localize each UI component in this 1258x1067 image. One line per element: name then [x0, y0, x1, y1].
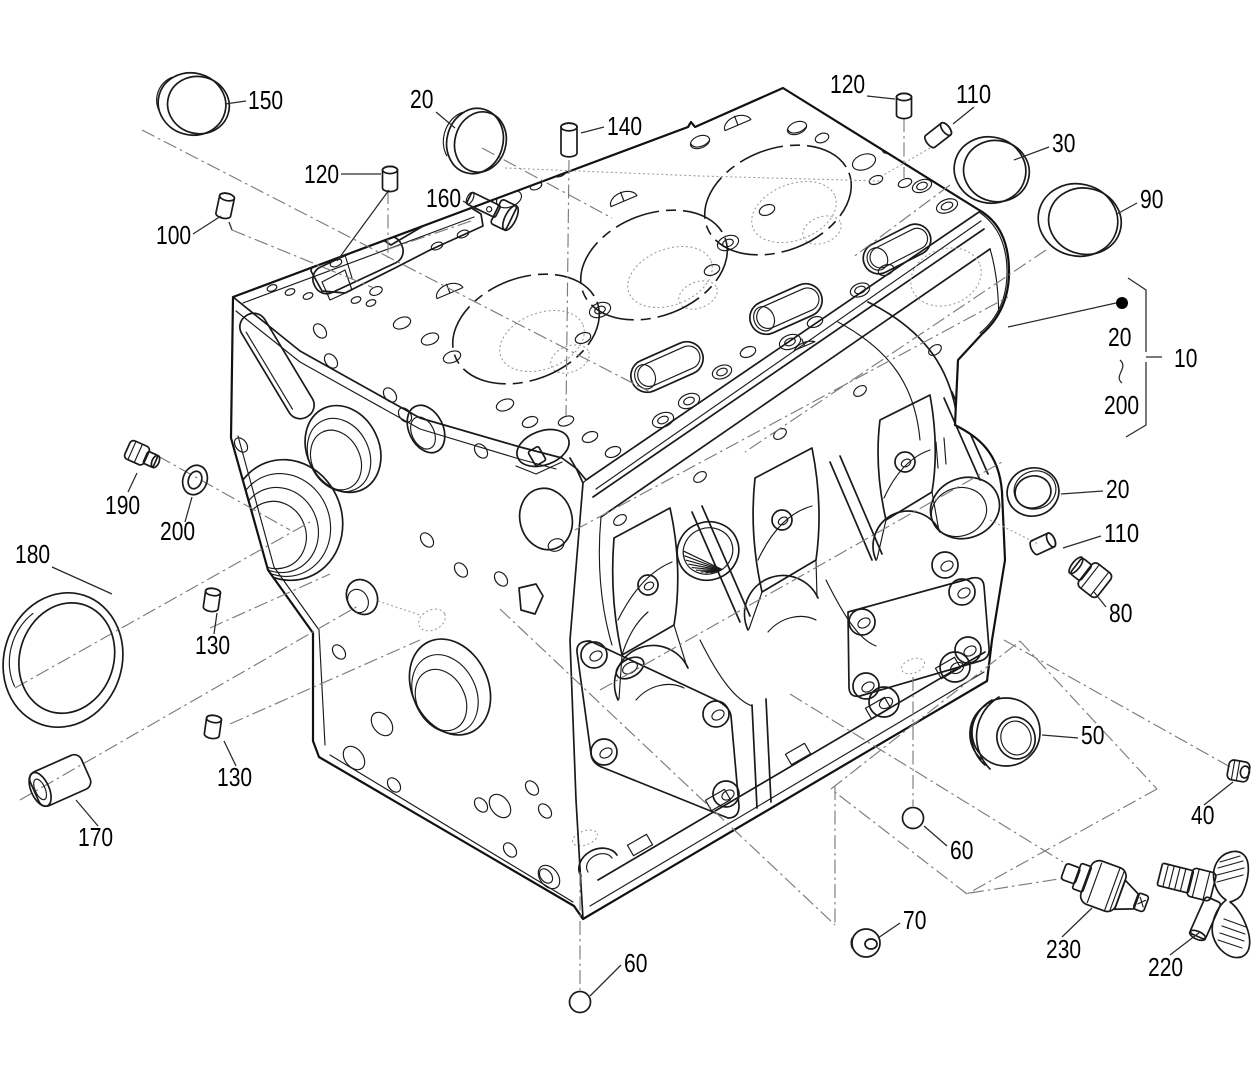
svg-text:40: 40	[1191, 800, 1214, 830]
svg-text:220: 220	[1148, 952, 1183, 982]
svg-text:20: 20	[1106, 474, 1129, 504]
svg-text:90: 90	[1140, 184, 1163, 214]
svg-text:190: 190	[105, 490, 140, 520]
svg-text:120: 120	[830, 69, 865, 99]
svg-text:110: 110	[956, 79, 991, 109]
svg-text:200: 200	[160, 516, 195, 546]
svg-text:70: 70	[903, 905, 926, 935]
svg-text:60: 60	[950, 835, 973, 865]
svg-text:100: 100	[156, 220, 191, 250]
svg-text:20: 20	[410, 84, 433, 114]
svg-text:80: 80	[1109, 598, 1132, 628]
svg-text:10: 10	[1174, 343, 1197, 373]
svg-text:110: 110	[1104, 518, 1139, 548]
svg-text:30: 30	[1052, 128, 1075, 158]
svg-text:200: 200	[1104, 390, 1139, 420]
svg-text:180: 180	[15, 539, 50, 569]
svg-text:60: 60	[624, 948, 647, 978]
svg-text:230: 230	[1046, 934, 1081, 964]
svg-text:50: 50	[1081, 720, 1104, 750]
svg-text:130: 130	[217, 762, 252, 792]
svg-text:150: 150	[248, 85, 283, 115]
svg-text:140: 140	[607, 111, 642, 141]
svg-text:20: 20	[1108, 322, 1131, 352]
svg-text:160: 160	[426, 183, 461, 213]
svg-text:120: 120	[304, 159, 339, 189]
svg-text:170: 170	[78, 822, 113, 852]
svg-text:130: 130	[195, 630, 230, 660]
